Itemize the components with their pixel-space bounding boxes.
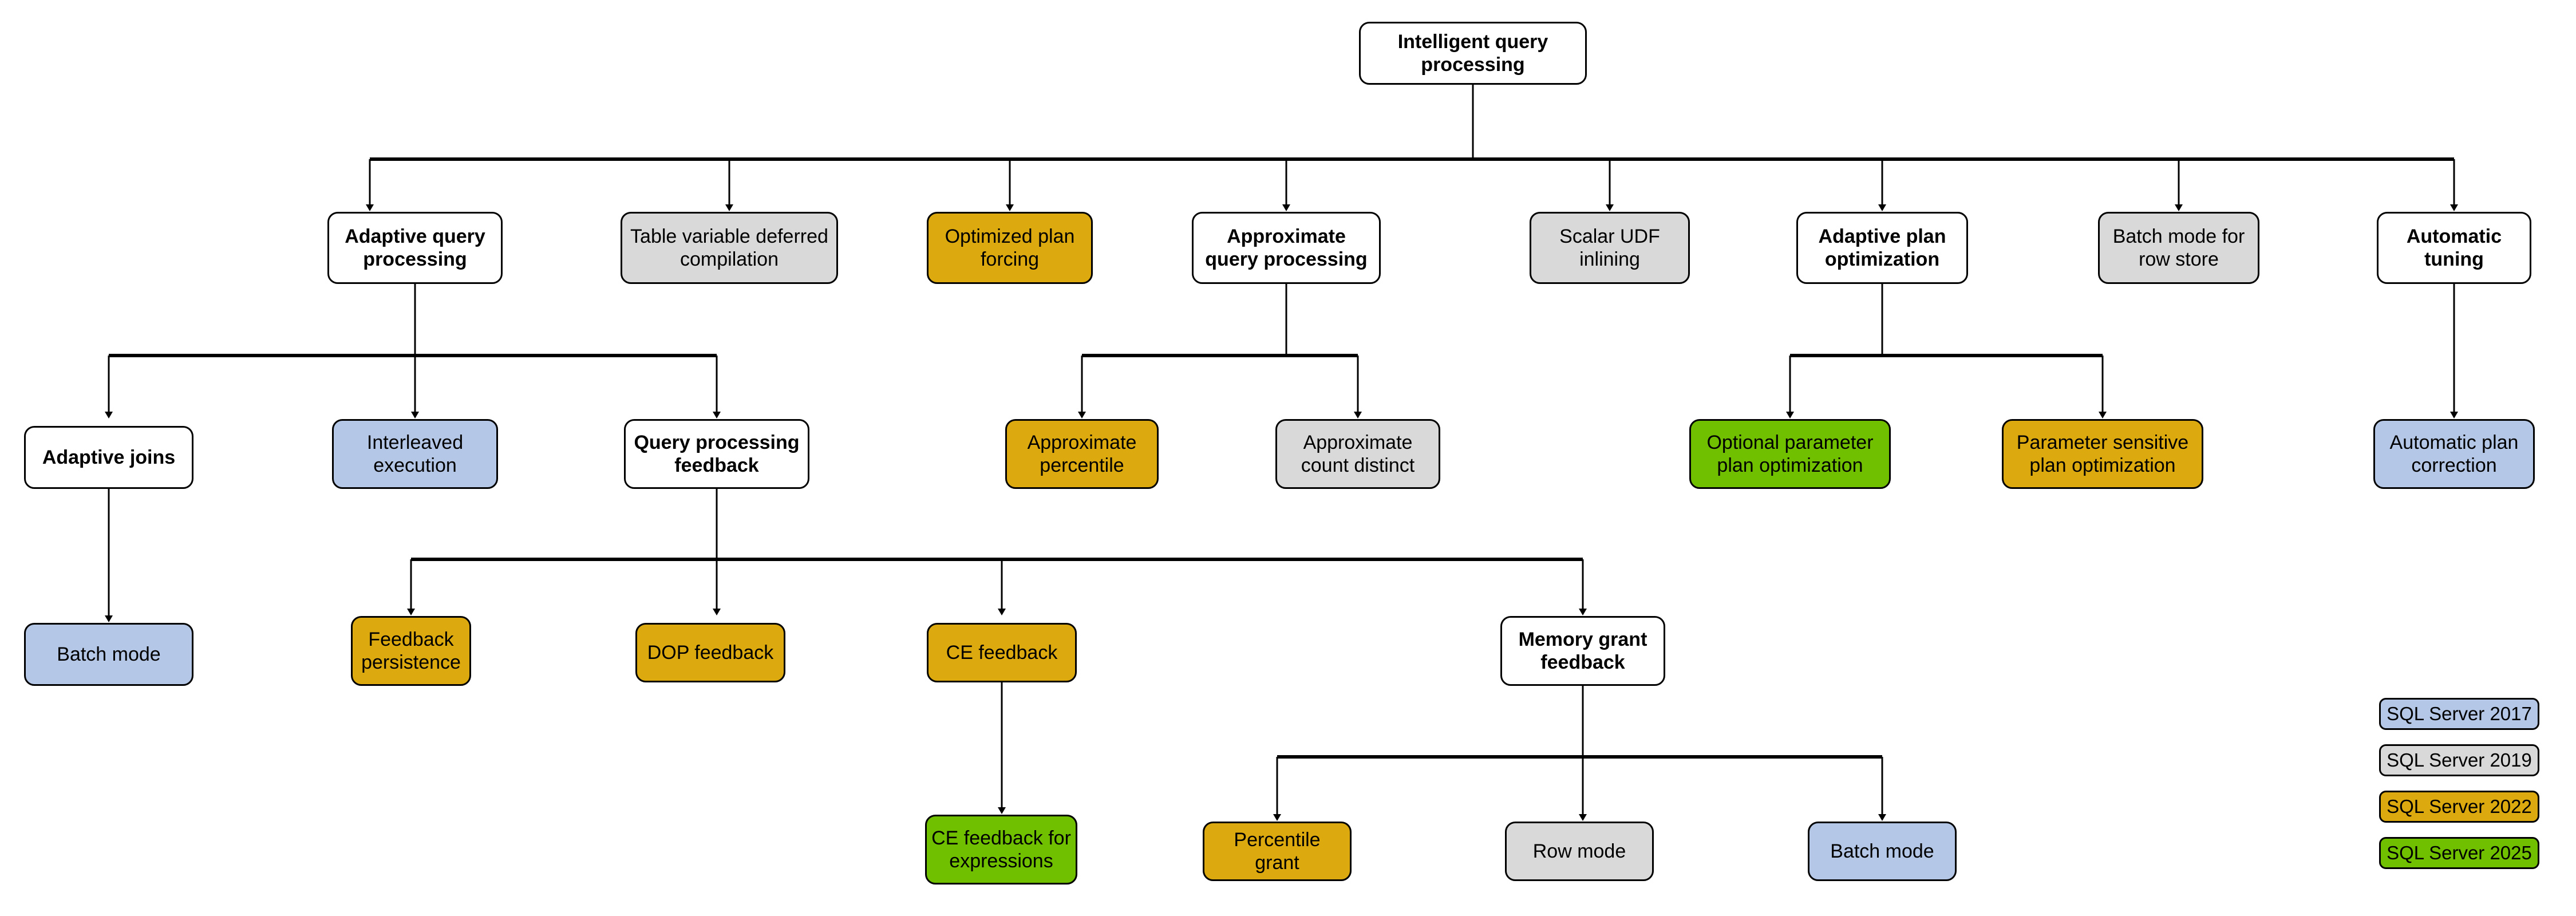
node-pg[interactable]: Percentile grant xyxy=(1203,822,1352,881)
node-label: Approximate percentile xyxy=(1027,431,1137,476)
node-bm1[interactable]: Batch mode xyxy=(24,623,193,686)
node-label: Adaptive joins xyxy=(42,446,176,468)
node-label: Batch mode xyxy=(57,643,161,665)
node-bm2[interactable]: Batch mode xyxy=(1808,822,1957,881)
legend-item-label: SQL Server 2017 xyxy=(2387,703,2532,724)
node-acd[interactable]: Approximate count distinct xyxy=(1275,419,1440,489)
legend-item-1: SQL Server 2019 xyxy=(2379,744,2539,776)
node-label: Optional parameter plan optimization xyxy=(1706,431,1874,476)
node-label: Query processing feedback xyxy=(634,431,800,476)
node-label: Adaptive plan optimization xyxy=(1818,225,1946,270)
node-cef[interactable]: CE feedback xyxy=(927,623,1077,682)
node-label: Batch mode xyxy=(1830,840,1934,862)
node-dopf[interactable]: DOP feedback xyxy=(635,623,785,682)
node-aj[interactable]: Adaptive joins xyxy=(24,426,193,489)
node-ap[interactable]: Approximate percentile xyxy=(1005,419,1159,489)
node-rm[interactable]: Row mode xyxy=(1505,822,1654,881)
node-label: CE feedback for expressions xyxy=(931,827,1071,872)
node-label: Feedback persistence xyxy=(361,628,461,673)
node-tvdc[interactable]: Table variable deferred compilation xyxy=(621,212,838,284)
node-pspo[interactable]: Parameter sensitive plan optimization xyxy=(2002,419,2203,489)
node-sudf[interactable]: Scalar UDF inlining xyxy=(1530,212,1690,284)
node-apo[interactable]: Adaptive plan optimization xyxy=(1796,212,1968,284)
node-fp[interactable]: Feedback persistence xyxy=(351,616,471,686)
node-at[interactable]: Automatic tuning xyxy=(2377,212,2531,284)
node-label: Batch mode for row store xyxy=(2112,225,2245,270)
node-apqp[interactable]: Approximate query processing xyxy=(1192,212,1381,284)
legend-item-0: SQL Server 2017 xyxy=(2379,698,2539,730)
node-root[interactable]: Intelligent query processing xyxy=(1359,22,1587,85)
node-bmrs[interactable]: Batch mode for row store xyxy=(2098,212,2259,284)
legend-item-label: SQL Server 2019 xyxy=(2387,749,2532,771)
node-label: Automatic tuning xyxy=(2406,225,2502,270)
node-cefe[interactable]: CE feedback for expressions xyxy=(925,815,1077,885)
node-aqp[interactable]: Adaptive query processing xyxy=(327,212,503,284)
node-label: Approximate query processing xyxy=(1205,225,1368,270)
node-ie[interactable]: Interleaved execution xyxy=(332,419,498,489)
node-label: Adaptive query processing xyxy=(345,225,485,270)
node-label: Scalar UDF inlining xyxy=(1559,225,1660,270)
node-label: Percentile grant xyxy=(1234,828,1321,874)
node-label: Intelligent query processing xyxy=(1397,30,1548,76)
legend-item-2: SQL Server 2022 xyxy=(2379,791,2539,823)
node-label: Interleaved execution xyxy=(366,431,464,476)
node-label: Memory grant feedback xyxy=(1518,628,1647,673)
legend-item-3: SQL Server 2025 xyxy=(2379,837,2539,869)
node-oppo[interactable]: Optional parameter plan optimization xyxy=(1689,419,1891,489)
node-qpf[interactable]: Query processing feedback xyxy=(624,419,809,489)
node-label: Table variable deferred compilation xyxy=(630,225,828,270)
node-label: Optimized plan forcing xyxy=(945,225,1075,270)
node-mgf[interactable]: Memory grant feedback xyxy=(1500,616,1665,686)
node-opf[interactable]: Optimized plan forcing xyxy=(927,212,1093,284)
node-label: DOP feedback xyxy=(647,641,774,664)
node-label: Automatic plan correction xyxy=(2389,431,2519,476)
legend-item-label: SQL Server 2022 xyxy=(2387,796,2532,817)
node-label: CE feedback xyxy=(946,641,1058,664)
node-label: Approximate count distinct xyxy=(1301,431,1415,476)
node-label: Row mode xyxy=(1532,840,1626,862)
node-apc[interactable]: Automatic plan correction xyxy=(2373,419,2535,489)
legend-item-label: SQL Server 2025 xyxy=(2387,842,2532,863)
node-label: Parameter sensitive plan optimization xyxy=(2016,431,2189,476)
